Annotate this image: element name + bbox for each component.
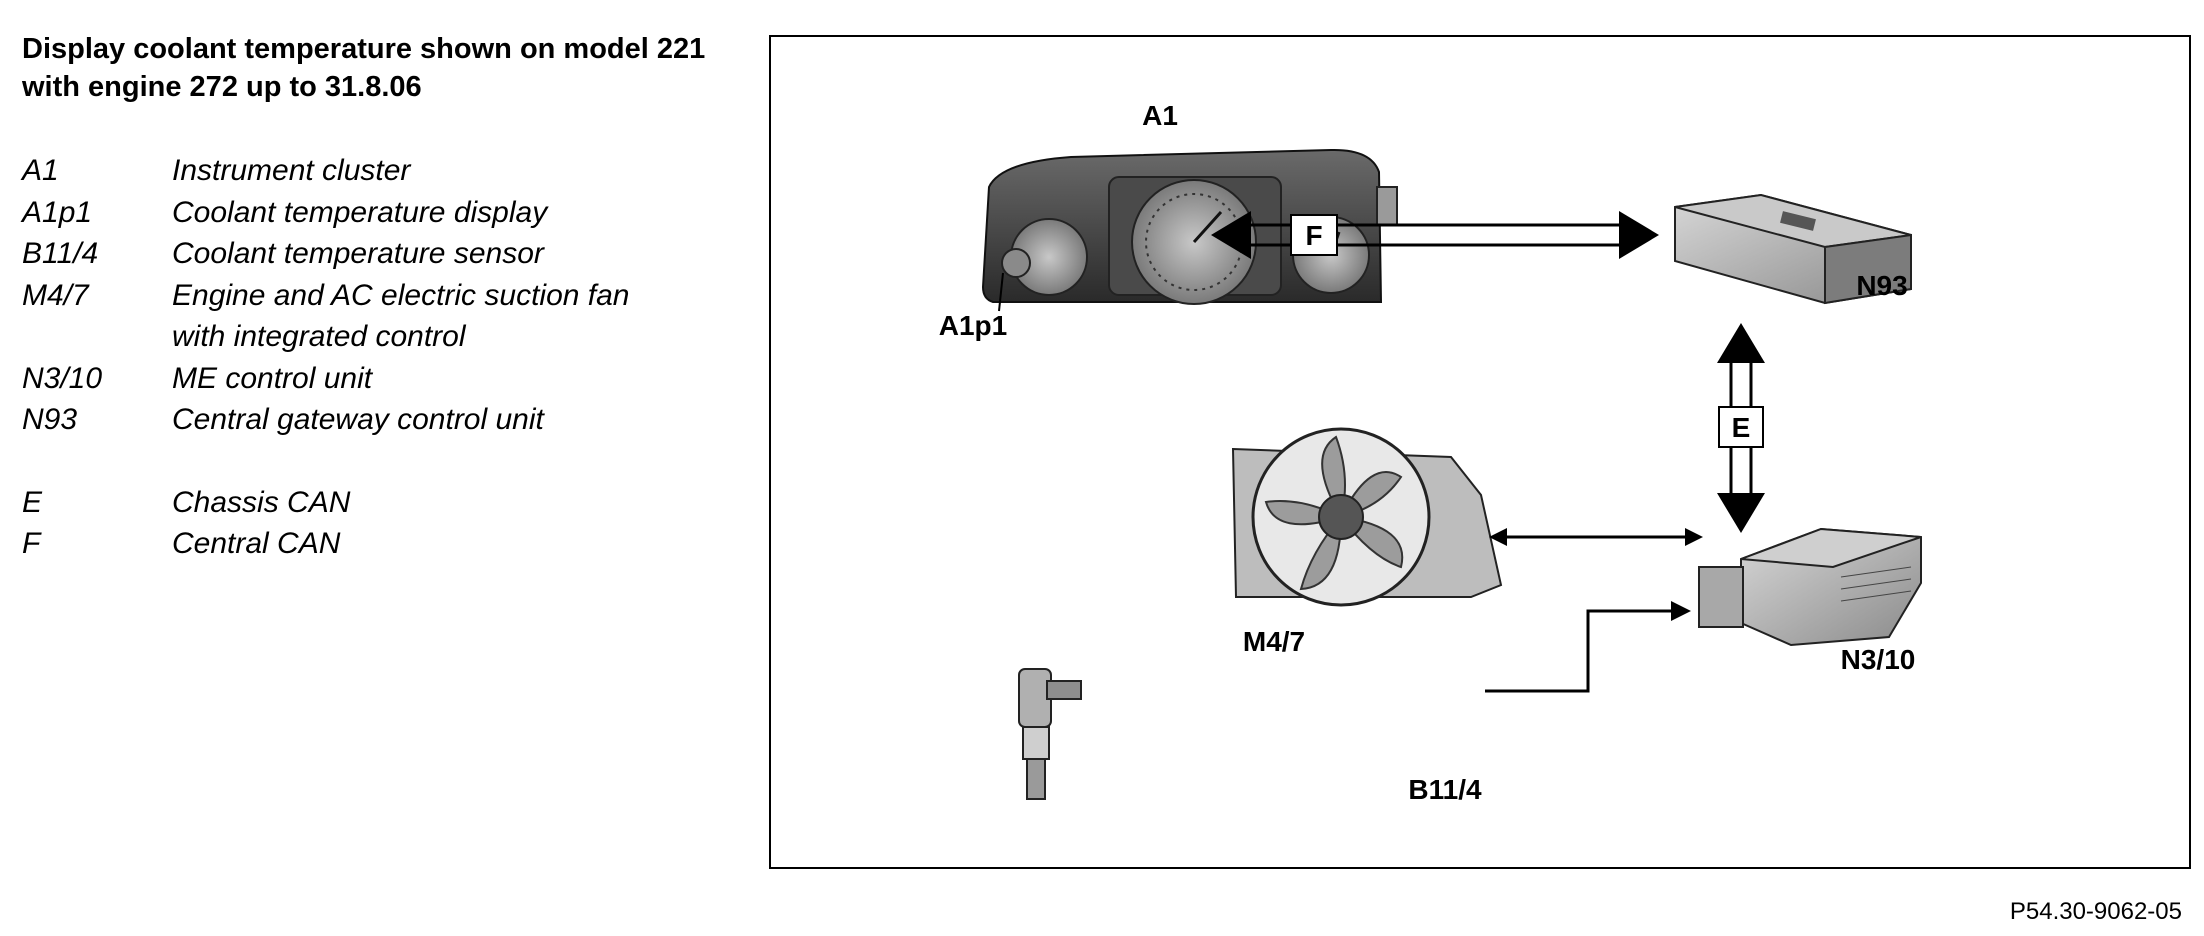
legend-code: E (22, 485, 43, 519)
label-n310: N3/10 (1841, 644, 1916, 675)
label-m47: M4/7 (1243, 626, 1305, 657)
legend-code: A1 (22, 154, 59, 187)
legend-desc: Coolant temperature sensor (172, 237, 544, 270)
sensor-signal-arrow (1485, 601, 1691, 693)
bus-e-box (1718, 406, 1764, 448)
legend: A1 Instrument cluster A1p1 Coolant tempe… (22, 150, 672, 565)
bus-e-label: E (1732, 412, 1751, 443)
legend-desc: Central CAN (172, 527, 341, 560)
central-can-arrow (1211, 211, 1659, 259)
diagram-frame: F E A1 A1p1 N93 M4/7 N3/10 B11/4 (769, 35, 2191, 869)
suction-fan-icon (1231, 427, 1503, 607)
network-diagram: F E A1 A1p1 N93 M4/7 N3/10 B11/4 (939, 100, 1922, 805)
legend-code: N3/10 (22, 361, 103, 395)
label-a1: A1 (1142, 100, 1178, 131)
legend-item: M4/7 Engine and AC electric suction fan … (22, 275, 672, 358)
legend-item: A1 Instrument cluster (22, 150, 672, 192)
bus-f-label: F (1305, 220, 1322, 251)
legend-code: F (22, 527, 41, 560)
label-b114: B11/4 (1408, 774, 1482, 805)
legend-desc: Chassis CAN (172, 485, 351, 519)
legend-code: B11/4 (22, 237, 99, 270)
legend-item: E Chassis CAN (22, 482, 672, 524)
legend-item: F Central CAN (22, 523, 672, 565)
legend-code: N93 (22, 403, 78, 436)
legend-item: N3/10 ME control unit (22, 358, 672, 400)
legend-desc: Central gateway control unit (172, 403, 544, 436)
legend-item: A1p1 Coolant temperature display (22, 192, 672, 234)
me-control-unit-icon (1698, 527, 1922, 647)
a1p1-leader-line (998, 272, 1004, 312)
legend-code: M4/7 (22, 278, 89, 312)
gateway-control-unit-icon (1674, 193, 1912, 305)
label-n93: N93 (1856, 270, 1907, 301)
legend-desc: Instrument cluster (172, 154, 411, 187)
legend-desc: Engine and AC electric suction fan with … (172, 278, 630, 354)
page-title: Display coolant temperature shown on mod… (22, 33, 706, 103)
fan-link-arrow (1489, 528, 1703, 546)
coolant-temperature-sensor-icon (1018, 668, 1082, 800)
label-a1p1: A1p1 (939, 310, 1007, 341)
legend-desc: ME control unit (172, 361, 373, 395)
figure-reference: P54.30-9062-05 (2009, 898, 2182, 925)
legend-item: N93 Central gateway control unit (22, 399, 672, 441)
legend-code: A1p1 (22, 195, 93, 229)
legend-desc: Coolant temperature display (172, 195, 548, 229)
legend-item: B11/4 Coolant temperature sensor (22, 233, 672, 275)
bus-f-box (1290, 214, 1338, 256)
